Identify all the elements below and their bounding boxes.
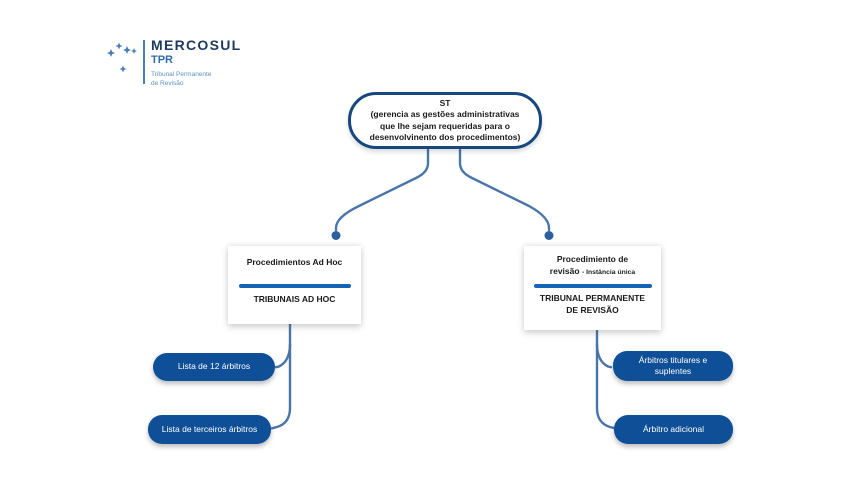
brand-tagline-line2: de Revisão (151, 80, 184, 88)
brand-acronym: TPR (151, 54, 173, 66)
connector-revision-to-pill2 (595, 324, 617, 430)
root-node-description-line3: desenvolvinento dos procedimentos) (369, 131, 521, 142)
brand-tagline: Tribunal Permanente de Revisão (151, 70, 242, 88)
connector-adhoc-to-pill1 (274, 342, 292, 369)
pill-lista-12-arbitros: Lista de 12 árbitros (153, 353, 275, 381)
card-revision: Procedimiento de revisão - Instância úni… (524, 246, 661, 330)
card-revision-subtitle-line1: TRIBUNAL PERMANENTE (539, 292, 646, 303)
card-ad-hoc-divider (238, 284, 351, 288)
pill-lista-terceiros-arbitros: Lista de terceiros árbitros (148, 415, 271, 444)
card-revision-divider (533, 284, 652, 288)
card-revision-title-main: revisão (549, 266, 580, 277)
logo-divider (143, 40, 145, 84)
card-revision-title-note: - Instância única (581, 269, 636, 277)
card-revision-subtitle-line2: DE REVISÃO (566, 304, 619, 315)
connector-root-to-adhoc (334, 148, 430, 232)
root-node-description-line1: (gerencia as gestões administrativas (370, 109, 520, 120)
connector-dot-revision (544, 231, 554, 240)
southern-cross-stars-icon (107, 42, 137, 73)
pill-arbitro-adicional: Árbitro adicional (614, 415, 733, 444)
pill-arbitros-titulares-suplentes: Árbitros titulares e suplentes (613, 351, 733, 381)
card-ad-hoc-subtitle: TRIBUNAIS AD HOC (253, 293, 336, 304)
card-revision-title-line2: revisão - Instância única (524, 265, 661, 278)
card-ad-hoc: Procedimientos Ad Hoc TRIBUNAIS AD HOC (228, 246, 361, 324)
connector-adhoc-to-pill2 (270, 322, 292, 430)
root-node-title: ST (439, 98, 451, 109)
card-revision-title-line1: Procedimiento de (556, 254, 629, 264)
brand-name: MERCOSUL (151, 37, 242, 53)
root-node-description-line2: que lhe sejam requeridas para o (380, 120, 510, 131)
card-ad-hoc-title: Procedimientos Ad Hoc (246, 257, 343, 267)
root-node-st: ST (gerencia as gestões administrativas … (348, 92, 542, 149)
connector-dot-adhoc (331, 231, 341, 240)
brand-tagline-line1: Tribunal Permanente (151, 71, 212, 78)
connector-root-to-revision (458, 148, 551, 232)
connector-revision-to-pill1 (595, 342, 613, 369)
